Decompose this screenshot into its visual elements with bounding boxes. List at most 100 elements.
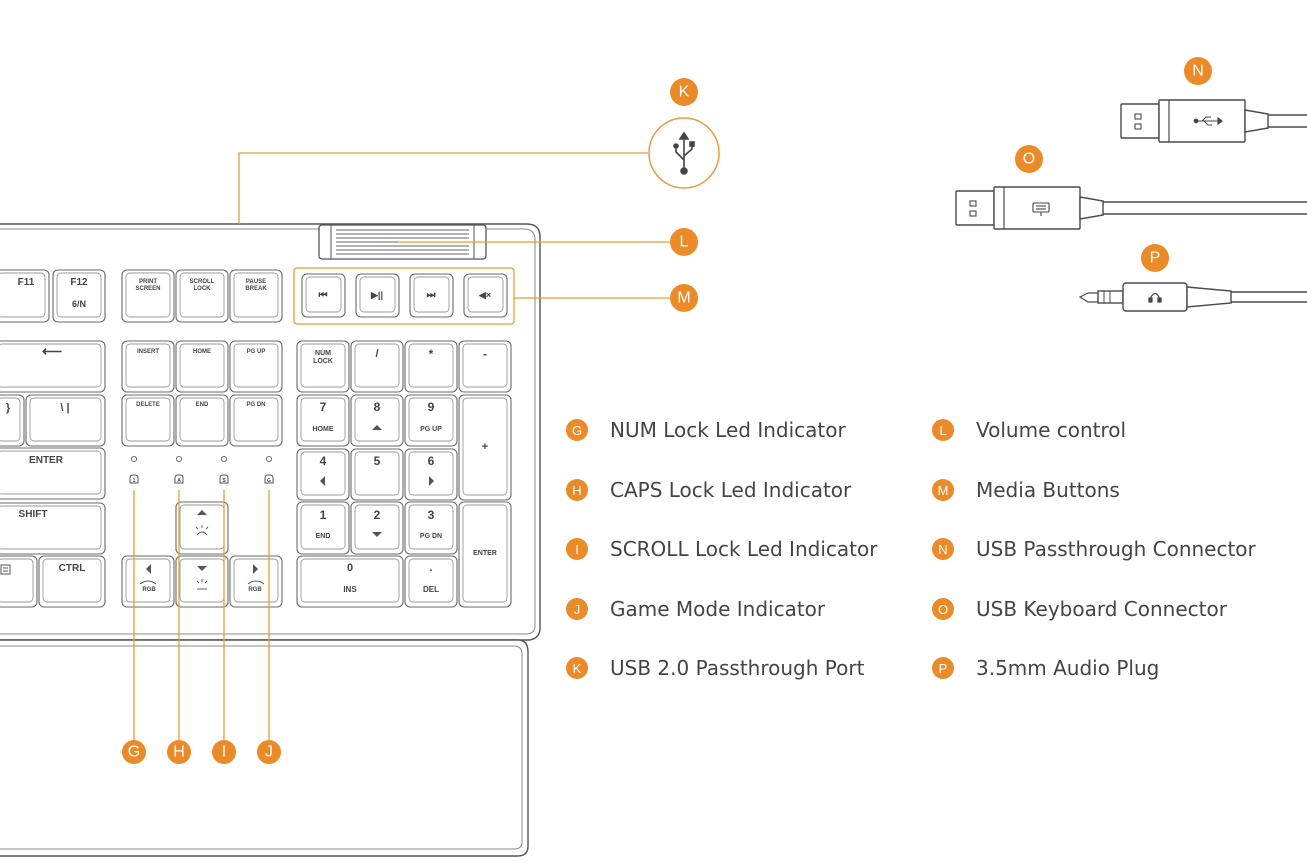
svg-text:INSERT: INSERT bbox=[137, 349, 159, 355]
svg-text:6: 6 bbox=[428, 454, 435, 468]
svg-text:A: A bbox=[177, 478, 181, 484]
svg-text:⏭: ⏭ bbox=[427, 290, 436, 301]
key-print-screen[interactable]: PRINT SCREEN bbox=[121, 269, 175, 323]
key-pg-up[interactable]: PG UP bbox=[229, 340, 283, 393]
key-home[interactable]: HOME bbox=[175, 340, 229, 393]
media-mute-button[interactable]: ◀× bbox=[463, 273, 508, 318]
caps-lock-led: A bbox=[174, 455, 184, 484]
key-arrow-up[interactable] bbox=[175, 501, 229, 555]
badge-k: K bbox=[670, 78, 698, 106]
key-arrow-left[interactable]: RGB bbox=[121, 555, 175, 608]
key-num4[interactable]: 4 bbox=[296, 448, 350, 501]
key-num7[interactable]: 7 HOME bbox=[296, 394, 350, 447]
key-backslash[interactable]: \ | bbox=[25, 394, 106, 447]
media-prev-button[interactable]: ⏮ bbox=[301, 273, 346, 318]
key-enter[interactable]: ENTER bbox=[0, 447, 106, 500]
legend-badge: H bbox=[566, 479, 588, 501]
badge-l: L bbox=[670, 228, 698, 256]
svg-text:HOME: HOME bbox=[313, 426, 334, 433]
key-num-asterisk[interactable]: * bbox=[404, 340, 458, 393]
legend-item-g: G NUM Lock Led Indicator bbox=[566, 414, 846, 446]
key-num6[interactable]: 6 bbox=[404, 448, 458, 501]
key-num-plus[interactable]: + bbox=[458, 394, 512, 501]
media-play-pause-button[interactable]: ▶|| bbox=[355, 273, 400, 318]
key-arrow-right[interactable]: RGB bbox=[229, 555, 283, 608]
svg-text:J: J bbox=[265, 744, 273, 761]
key-pg-dn[interactable]: PG DN bbox=[229, 394, 283, 447]
key-num8[interactable]: 8 bbox=[350, 394, 404, 447]
legend-badge: P bbox=[932, 657, 954, 679]
svg-text:CTRL: CTRL bbox=[59, 563, 86, 574]
legend-text: CAPS Lock Led Indicator bbox=[610, 478, 852, 502]
usb-icon bbox=[673, 131, 695, 175]
svg-text:SCREEN: SCREEN bbox=[135, 286, 160, 292]
badge-h: H bbox=[167, 740, 191, 764]
svg-text:ENTER: ENTER bbox=[29, 455, 64, 466]
key-num0[interactable]: 0 INS bbox=[296, 555, 404, 608]
legend-badge: I bbox=[566, 538, 588, 560]
key-brace[interactable]: } bbox=[0, 394, 25, 447]
svg-text:0: 0 bbox=[347, 562, 353, 574]
key-num5[interactable]: 5 bbox=[350, 448, 404, 501]
svg-text:SCROLL: SCROLL bbox=[190, 279, 215, 285]
legend-text: USB Passthrough Connector bbox=[976, 537, 1256, 561]
legend-text: USB 2.0 Passthrough Port bbox=[610, 656, 865, 680]
key-end[interactable]: END bbox=[175, 394, 229, 447]
media-next-button[interactable]: ⏭ bbox=[409, 273, 454, 318]
volume-roller[interactable] bbox=[318, 224, 487, 260]
key-ctrl[interactable]: CTRL bbox=[38, 555, 106, 608]
key-shift[interactable]: SHIFT bbox=[0, 502, 106, 555]
key-num2[interactable]: 2 bbox=[350, 501, 404, 555]
legend-item-o: O USB Keyboard Connector bbox=[932, 593, 1227, 625]
svg-text:7: 7 bbox=[320, 400, 327, 414]
headphone-icon bbox=[1148, 292, 1162, 303]
key-scroll-lock[interactable]: SCROLL LOCK bbox=[175, 269, 229, 323]
legend: G NUM Lock Led Indicator H CAPS Lock Led… bbox=[566, 414, 1306, 704]
key-pause-break[interactable]: PAUSE BREAK bbox=[229, 269, 283, 323]
svg-text:9: 9 bbox=[428, 400, 435, 414]
legend-item-i: I SCROLL Lock Led Indicator bbox=[566, 533, 877, 565]
key-delete[interactable]: DELETE bbox=[121, 394, 175, 447]
key-arrow-down[interactable] bbox=[175, 555, 229, 608]
badge-p: P bbox=[1141, 244, 1169, 272]
svg-text:G: G bbox=[267, 478, 271, 484]
svg-text:G: G bbox=[128, 744, 140, 761]
key-num1[interactable]: 1 END bbox=[296, 501, 350, 555]
badge-i: I bbox=[212, 740, 236, 764]
svg-text:ENTER: ENTER bbox=[473, 550, 497, 557]
svg-text:INS: INS bbox=[343, 585, 357, 594]
key-f12[interactable]: F12 6/N bbox=[52, 269, 106, 323]
key-num-slash[interactable]: / bbox=[350, 340, 404, 393]
key-backspace[interactable]: ⟵ bbox=[0, 340, 106, 393]
key-num-dot[interactable]: . DEL bbox=[404, 555, 458, 608]
svg-text:LOCK: LOCK bbox=[313, 358, 333, 365]
legend-text: Game Mode Indicator bbox=[610, 597, 826, 621]
svg-text:⏮: ⏮ bbox=[319, 290, 328, 301]
key-insert[interactable]: INSERT bbox=[121, 340, 175, 393]
wrist-rest-inner bbox=[0, 645, 523, 850]
svg-text:8: 8 bbox=[374, 400, 381, 414]
svg-text:PAUSE: PAUSE bbox=[246, 279, 266, 285]
legend-text: 3.5mm Audio Plug bbox=[976, 656, 1160, 680]
key-menu[interactable] bbox=[0, 555, 38, 608]
key-f11[interactable]: F11 bbox=[0, 269, 50, 323]
svg-text:K: K bbox=[679, 84, 690, 101]
svg-text:S: S bbox=[222, 478, 226, 484]
svg-text:2: 2 bbox=[374, 508, 381, 522]
callout-lines bbox=[133, 152, 670, 740]
key-num3[interactable]: 3 PG DN bbox=[404, 501, 458, 555]
svg-text:BREAK: BREAK bbox=[245, 286, 267, 292]
svg-text:SHIFT: SHIFT bbox=[19, 509, 48, 520]
key-num9[interactable]: 9 PG UP bbox=[404, 394, 458, 447]
key-num-minus[interactable]: - bbox=[458, 340, 512, 393]
key-num-lock[interactable]: NUM LOCK bbox=[296, 340, 350, 393]
svg-text:F12: F12 bbox=[70, 277, 88, 288]
key-num-enter[interactable]: ENTER bbox=[458, 501, 512, 608]
legend-text: USB Keyboard Connector bbox=[976, 597, 1227, 621]
svg-text:1: 1 bbox=[320, 508, 327, 522]
legend-item-l: L Volume control bbox=[932, 414, 1126, 446]
svg-text:HOME: HOME bbox=[193, 349, 211, 355]
brightness-up-icon bbox=[195, 525, 209, 536]
svg-text:P: P bbox=[1150, 250, 1161, 267]
